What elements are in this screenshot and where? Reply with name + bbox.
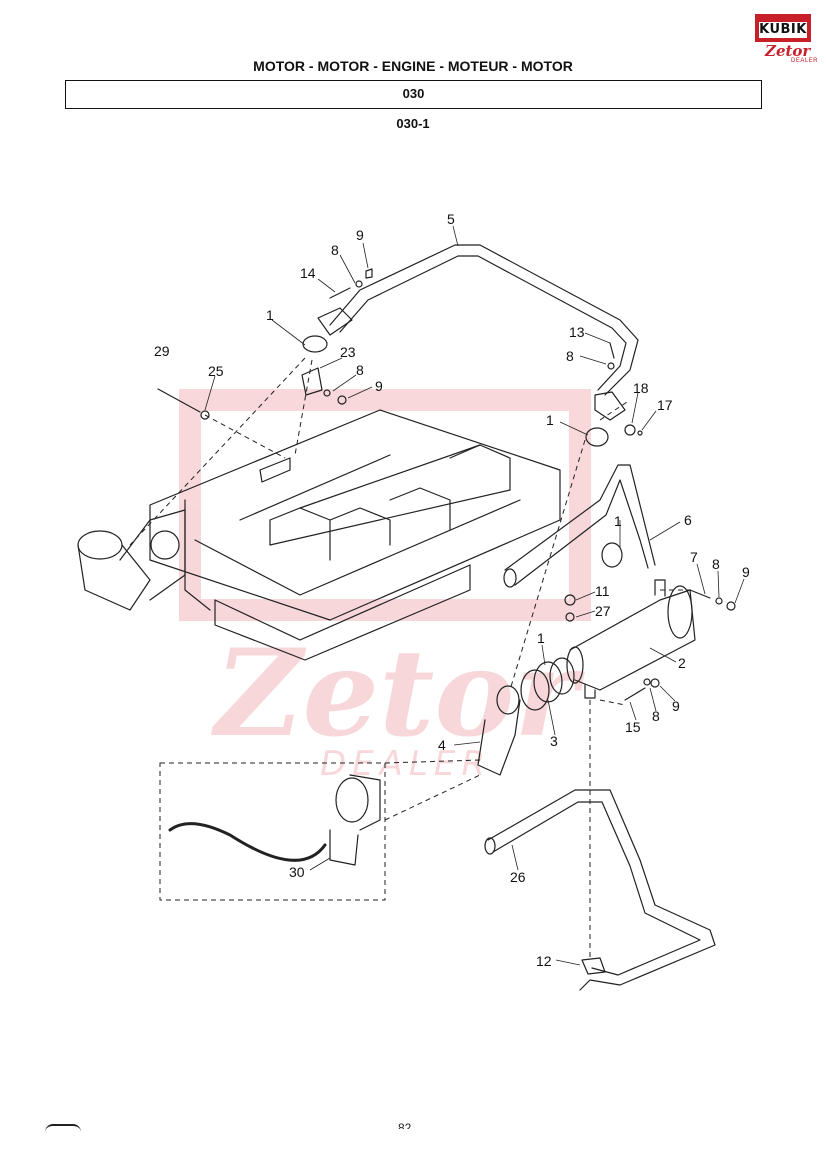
callout-9: 9 xyxy=(356,227,364,243)
valve-cover xyxy=(269,444,511,561)
callout-8: 8 xyxy=(652,708,660,724)
callout-8: 8 xyxy=(331,242,339,258)
callout-labels: 5 9 8 14 1 29 23 25 8 9 13 8 18 17 1 1 6… xyxy=(154,211,750,969)
footer-logo-mark xyxy=(45,1124,81,1132)
callout-25: 25 xyxy=(208,363,224,379)
logo-sub: DEALER xyxy=(791,58,819,64)
callout-30: 30 xyxy=(289,864,305,880)
callout-26: 26 xyxy=(510,869,526,885)
callout-6: 6 xyxy=(684,512,692,528)
leader-lines xyxy=(204,225,745,966)
callout-5: 5 xyxy=(447,211,455,227)
callout-8: 8 xyxy=(566,348,574,364)
subsection-code: 030-1 xyxy=(396,116,430,131)
callout-3: 3 xyxy=(550,733,558,749)
callout-12: 12 xyxy=(536,953,552,969)
callout-9: 9 xyxy=(375,378,383,394)
callout-14: 14 xyxy=(300,265,316,281)
callout-8: 8 xyxy=(712,556,720,572)
elbow-outlet xyxy=(77,509,186,611)
callout-1: 1 xyxy=(266,307,274,323)
callout-9: 9 xyxy=(742,564,750,580)
callout-27: 27 xyxy=(595,603,611,619)
page-number: 82 xyxy=(398,1121,412,1129)
callout-2: 2 xyxy=(678,655,686,671)
callout-18: 18 xyxy=(633,380,649,396)
pipe-26 xyxy=(484,789,716,991)
pipe-6 xyxy=(503,464,656,588)
adapter-4 xyxy=(477,685,521,776)
dashed-lines xyxy=(129,357,690,960)
callout-13: 13 xyxy=(569,324,585,340)
callout-9: 9 xyxy=(672,698,680,714)
section-box: 030 xyxy=(65,80,762,109)
small-parts xyxy=(157,268,736,701)
section-code: 030 xyxy=(402,86,425,101)
detail-30 xyxy=(168,774,381,866)
callout-15: 15 xyxy=(625,719,641,735)
kubik-zetor-logo: KUBIK Zetor DEALER xyxy=(755,14,818,66)
callout-1: 1 xyxy=(546,412,554,428)
callout-29: 29 xyxy=(154,343,170,359)
logo-frame: KUBIK xyxy=(755,14,811,42)
callout-1: 1 xyxy=(614,513,622,529)
watermark-brand: Zetor xyxy=(211,623,585,764)
callout-1: 1 xyxy=(537,630,545,646)
egr-cooler-2 xyxy=(566,579,696,699)
logo-brand: Zetor xyxy=(765,42,811,60)
callout-7: 7 xyxy=(690,549,698,565)
callout-11: 11 xyxy=(595,583,610,599)
page-title: MOTOR - MOTOR - ENGINE - MOTEUR - MOTOR xyxy=(253,58,573,74)
callout-4: 4 xyxy=(438,737,446,753)
callout-8: 8 xyxy=(356,362,364,378)
logo-word: KUBIK xyxy=(759,22,807,37)
pipe-5 xyxy=(317,244,639,421)
watermark: Zetor DEALER xyxy=(179,389,591,784)
callout-23: 23 xyxy=(340,344,356,360)
callout-17: 17 xyxy=(657,397,673,413)
watermark-sub: DEALER xyxy=(320,744,491,784)
intake-manifold xyxy=(149,409,561,661)
